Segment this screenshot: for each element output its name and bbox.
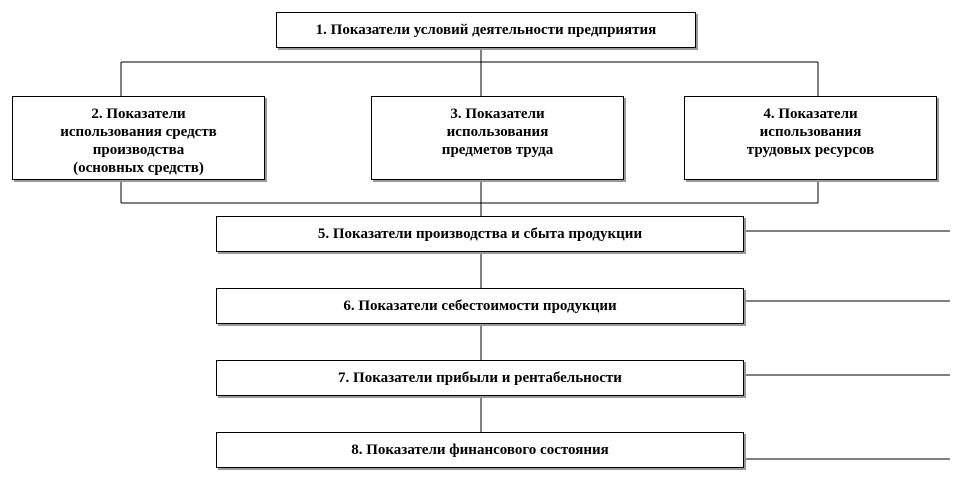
node-5-production-sales: 5. Показатели производства и сбыта проду… bbox=[216, 216, 744, 252]
node-6-cost: 6. Показатели себестоимости продукции bbox=[216, 288, 744, 324]
node-8-financial-state: 8. Показатели финансового состояния bbox=[216, 432, 744, 468]
node-2-label: 2. Показатели использования средств прои… bbox=[60, 106, 217, 176]
node-2-means-of-production: 2. Показатели использования средств прои… bbox=[12, 96, 265, 180]
node-4-label: 4. Показатели использования трудовых рес… bbox=[746, 106, 875, 158]
node-5-label: 5. Показатели производства и сбыта проду… bbox=[317, 226, 643, 242]
node-3-objects-of-labor: 3. Показатели использования предметов тр… bbox=[371, 96, 624, 180]
node-1-label: 1. Показатели условий деятельности предп… bbox=[315, 22, 657, 38]
node-6-label: 6. Показатели себестоимости продукции bbox=[343, 298, 617, 314]
node-8-label: 8. Показатели финансового состояния bbox=[351, 442, 609, 458]
node-7-label: 7. Показатели прибыли и рентабельности bbox=[338, 370, 622, 386]
node-3-label: 3. Показатели использования предметов тр… bbox=[441, 106, 554, 158]
node-1-operating-conditions: 1. Показатели условий деятельности предп… bbox=[276, 12, 696, 48]
node-7-profit-profitability: 7. Показатели прибыли и рентабельности bbox=[216, 360, 744, 396]
node-4-labor-resources: 4. Показатели использования трудовых рес… bbox=[684, 96, 937, 180]
